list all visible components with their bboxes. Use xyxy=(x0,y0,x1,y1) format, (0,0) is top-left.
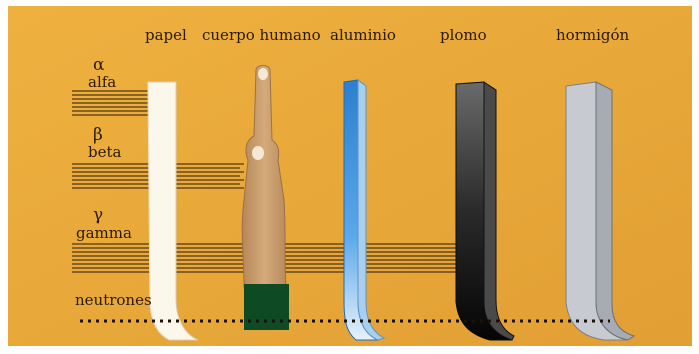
label-human-body: cuerpo humano xyxy=(202,26,321,44)
beta-symbol: β xyxy=(93,125,103,145)
fingernail-thumb xyxy=(252,146,264,160)
beta-name: beta xyxy=(88,143,122,161)
fingernail-top xyxy=(258,68,268,80)
alpha-name: alfa xyxy=(88,73,116,91)
label-paper: papel xyxy=(145,26,187,44)
sleeve xyxy=(244,284,289,330)
label-aluminium: aluminio xyxy=(330,26,396,44)
neutrons-name: neutrones xyxy=(75,291,152,309)
gamma-symbol: γ xyxy=(93,205,103,225)
gamma-name: gamma xyxy=(76,224,132,242)
label-concrete: hormigón xyxy=(556,26,630,44)
alpha-rays xyxy=(72,91,150,115)
alpha-symbol: α xyxy=(93,55,105,75)
label-lead: plomo xyxy=(440,26,487,44)
